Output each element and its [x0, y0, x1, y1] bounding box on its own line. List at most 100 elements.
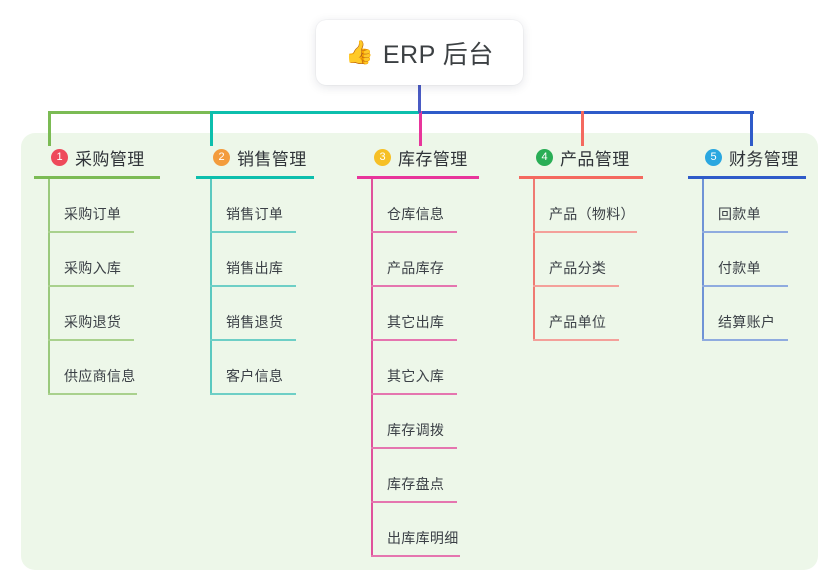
thumbs-up-icon: 👍: [345, 39, 374, 65]
leaf-item-label: 销售出库: [226, 260, 284, 276]
leaf-item-label: 采购入库: [64, 260, 122, 276]
branch-header-4[interactable]: 4 产品管理: [519, 144, 643, 170]
leaf-item-underline: [702, 285, 788, 287]
leaf-item-underline: [210, 339, 296, 341]
leaf-item-underline: [48, 339, 134, 341]
leaf-item-label: 付款单: [718, 260, 761, 276]
branch-number-badge: 4: [536, 148, 553, 166]
root-title: ERP 后台: [382, 40, 494, 69]
branch-rail: [371, 179, 373, 557]
leaf-item[interactable]: 产品单位: [519, 287, 643, 341]
leaf-item[interactable]: 采购入库: [34, 233, 160, 287]
leaf-item[interactable]: 产品（物料）: [519, 179, 643, 233]
bus-segment-3: [419, 111, 754, 114]
leaf-item[interactable]: 库存调拨: [357, 395, 479, 449]
branch-header-rule: [34, 176, 160, 179]
branch-item-list: 回款单付款单结算账户: [688, 179, 806, 341]
leaf-item[interactable]: 产品分类: [519, 233, 643, 287]
leaf-item-label: 产品库存: [387, 260, 445, 276]
branch-drop-3: [419, 111, 422, 146]
leaf-item-label: 库存盘点: [387, 476, 445, 492]
branch-rail: [702, 179, 704, 341]
leaf-item-underline: [702, 339, 788, 341]
leaf-item[interactable]: 库存盘点: [357, 449, 479, 503]
branch-title: 财务管理: [729, 149, 799, 169]
branch-number-badge: 3: [374, 148, 391, 166]
leaf-item[interactable]: 客户信息: [196, 341, 314, 395]
leaf-item[interactable]: 付款单: [688, 233, 806, 287]
root-node[interactable]: 👍 ERP 后台: [316, 20, 523, 85]
leaf-item-label: 回款单: [718, 206, 761, 222]
leaf-item-label: 出库库明细: [387, 530, 459, 546]
leaf-item[interactable]: 其它入库: [357, 341, 479, 395]
branch-drop-2: [210, 111, 213, 146]
branch-rail: [533, 179, 535, 341]
leaf-item-label: 产品单位: [549, 314, 607, 330]
leaf-item-label: 供应商信息: [64, 368, 136, 384]
leaf-item[interactable]: 采购订单: [34, 179, 160, 233]
leaf-item-underline: [702, 231, 788, 233]
branch-title: 销售管理: [237, 149, 307, 169]
leaf-item[interactable]: 结算账户: [688, 287, 806, 341]
branch-header-rule: [519, 176, 643, 179]
leaf-item-label: 其它入库: [387, 368, 445, 384]
branch-header-2[interactable]: 2 销售管理: [196, 144, 314, 170]
leaf-item-underline: [371, 285, 457, 287]
leaf-item-underline: [533, 339, 619, 341]
branch-header-3[interactable]: 3 库存管理: [357, 144, 479, 170]
branch-item-list: 采购订单采购入库采购退货供应商信息: [34, 179, 160, 395]
leaf-item-underline: [48, 231, 134, 233]
leaf-item-underline: [533, 231, 637, 233]
branch-column-销售管理: 2 销售管理销售订单销售出库销售退货客户信息: [196, 144, 314, 395]
branch-item-list: 销售订单销售出库销售退货客户信息: [196, 179, 314, 395]
branch-column-库存管理: 3 库存管理仓库信息产品库存其它出库其它入库库存调拨库存盘点出库库明细: [357, 144, 479, 557]
leaf-item-label: 库存调拨: [387, 422, 445, 438]
leaf-item[interactable]: 供应商信息: [34, 341, 160, 395]
leaf-item[interactable]: 其它出库: [357, 287, 479, 341]
bus-segment-1: [48, 111, 213, 114]
branch-title: 库存管理: [398, 149, 468, 169]
branches-panel: [21, 133, 818, 570]
leaf-item-label: 销售订单: [226, 206, 284, 222]
root-stem-connector: [418, 84, 421, 113]
branch-number-badge: 2: [213, 148, 230, 166]
leaf-item[interactable]: 销售订单: [196, 179, 314, 233]
leaf-item-label: 采购订单: [64, 206, 122, 222]
branch-number-badge: 5: [705, 148, 722, 166]
leaf-item-underline: [371, 393, 457, 395]
leaf-item-underline: [210, 285, 296, 287]
leaf-item[interactable]: 采购退货: [34, 287, 160, 341]
leaf-item-underline: [371, 339, 457, 341]
leaf-item[interactable]: 回款单: [688, 179, 806, 233]
branch-header-rule: [357, 176, 479, 179]
leaf-item-label: 产品（物料）: [549, 206, 635, 222]
leaf-item-underline: [371, 447, 457, 449]
leaf-item-underline: [371, 555, 460, 557]
leaf-item-label: 其它出库: [387, 314, 445, 330]
branch-title: 产品管理: [560, 149, 630, 169]
leaf-item[interactable]: 出库库明细: [357, 503, 479, 557]
leaf-item[interactable]: 销售出库: [196, 233, 314, 287]
leaf-item-underline: [210, 231, 296, 233]
branch-rail: [210, 179, 212, 395]
leaf-item[interactable]: 仓库信息: [357, 179, 479, 233]
leaf-item[interactable]: 销售退货: [196, 287, 314, 341]
leaf-item-label: 销售退货: [226, 314, 284, 330]
branch-number-badge: 1: [51, 148, 68, 166]
leaf-item[interactable]: 产品库存: [357, 233, 479, 287]
branch-column-财务管理: 5 财务管理回款单付款单结算账户: [688, 144, 806, 341]
leaf-item-underline: [533, 285, 619, 287]
leaf-item-underline: [371, 231, 457, 233]
branch-header-5[interactable]: 5 财务管理: [688, 144, 806, 170]
branch-header-rule: [196, 176, 314, 179]
bus-segment-2: [210, 111, 422, 114]
leaf-item-underline: [371, 501, 457, 503]
leaf-item-label: 客户信息: [226, 368, 284, 384]
leaf-item-label: 仓库信息: [387, 206, 445, 222]
leaf-item-label: 产品分类: [549, 260, 607, 276]
branch-column-产品管理: 4 产品管理产品（物料） 产品分类产品单位: [519, 144, 643, 341]
branch-drop-1: [48, 111, 51, 146]
